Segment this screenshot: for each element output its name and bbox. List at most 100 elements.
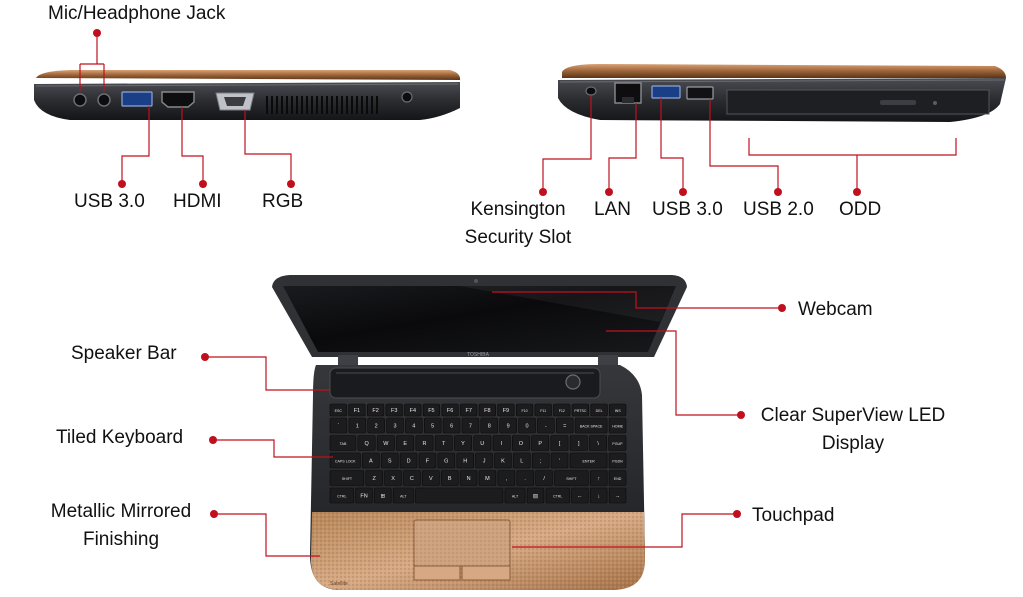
callout-lan <box>608 103 637 192</box>
keyboard-key <box>329 435 357 451</box>
laptop-right-side-view <box>558 64 1006 122</box>
keyboard-key-label: CTRL <box>553 495 562 499</box>
keyboard-key <box>384 470 402 486</box>
hdmi-port <box>161 91 195 108</box>
keyboard-key-label: ` <box>337 424 339 430</box>
keyboard-key-label: P <box>538 441 542 447</box>
callout-speaker-bar <box>205 356 330 391</box>
label-usb30-left: USB 3.0 <box>74 191 145 212</box>
label-metallic-line2: Finishing <box>82 529 160 550</box>
keyboard-key <box>403 470 421 486</box>
keyboard-key <box>362 452 380 469</box>
keyboard-key <box>504 487 526 504</box>
callout-kensington <box>542 96 592 192</box>
keyboard-key-label: SHIFT <box>342 477 353 481</box>
keyboard-key <box>434 435 453 451</box>
keyboard-key-label: F6 <box>447 408 453 414</box>
keyboard-key-label: ESC <box>335 409 343 413</box>
dot-metallic <box>210 510 218 518</box>
keyboard-key-label: Y <box>461 441 465 447</box>
keyboard-key <box>423 417 442 434</box>
usb30-port-right <box>651 85 681 99</box>
keyboard-key-label: DEL <box>596 409 603 413</box>
keyboard-key <box>475 452 493 469</box>
keyboard-key <box>553 403 571 417</box>
mic-jack-port <box>73 93 87 107</box>
usb20-port <box>686 86 714 100</box>
keyboard-key <box>376 435 395 451</box>
usb30-port-left <box>121 91 153 107</box>
label-rgb: RGB <box>262 191 304 212</box>
callout-dots <box>93 29 861 518</box>
keyboard-key <box>459 470 478 486</box>
label-metallic-mirrored-finishing: Metallic Mirrored Finishing <box>34 498 208 554</box>
keyboard-key <box>478 403 496 417</box>
keyboard-key-label: PGUP <box>612 442 623 446</box>
keyboard-key <box>608 487 627 504</box>
keyboard-key-label: F9 <box>503 408 509 414</box>
keyboard-key <box>492 435 511 451</box>
keyboard-key <box>513 452 531 469</box>
keyboard-key <box>441 403 459 417</box>
keyboard-key <box>329 452 361 469</box>
odd-drive <box>726 89 990 115</box>
keyboard-key-label: SHIFT <box>566 477 577 481</box>
callout-metallic <box>214 513 320 557</box>
dot-lan <box>605 188 613 196</box>
keyboard-key <box>399 452 418 469</box>
dc-in-port <box>401 91 413 103</box>
keyboard-key-label: M <box>485 476 490 482</box>
label-display-line1: Clear SuperView LED <box>760 405 946 426</box>
lid-brand: TOSHIBA <box>467 352 490 358</box>
keyboard-key <box>555 417 574 434</box>
label-metallic-line1: Metallic Mirrored <box>50 501 192 522</box>
keyboard-key-label: Z <box>373 476 377 482</box>
keyboard-key-label: 9 <box>507 424 510 430</box>
keyboard-key-label: F5 <box>428 408 434 414</box>
keyboard-key-label: F2 <box>372 408 378 414</box>
keyboard-key-label: K <box>501 459 505 465</box>
keyboard-key <box>348 417 367 434</box>
keyboard-key <box>589 470 608 486</box>
label-hdmi: HDMI <box>173 191 222 212</box>
keyboard-key-label: E <box>403 441 407 447</box>
callout-hdmi <box>181 107 204 184</box>
keyboard-key <box>554 470 589 486</box>
keyboard-key <box>440 470 459 486</box>
keyboard-key <box>415 435 434 451</box>
keyboard-key-label: 6 <box>450 424 453 430</box>
keyboard-key <box>574 417 608 434</box>
keyboard-key-label: ALT <box>512 495 519 499</box>
keyboard-key-label: F <box>426 459 430 465</box>
label-mic-headphone-jack: Mic/Headphone Jack <box>48 3 226 24</box>
dot-odd <box>853 188 861 196</box>
keyboard-key <box>456 452 474 469</box>
keyboard-key-label: C <box>410 476 414 482</box>
label-usb30-right: USB 3.0 <box>652 199 723 220</box>
keyboard-key-label: 1 <box>356 424 359 430</box>
keyboard-key <box>460 403 478 417</box>
kensington-slot <box>585 86 597 96</box>
label-lan: LAN <box>594 199 631 220</box>
label-webcam: Webcam <box>798 299 873 320</box>
keyboard-key-label: . <box>524 476 526 482</box>
keyboard-key <box>422 403 441 417</box>
keyboard-key <box>494 452 512 469</box>
keyboard-key-label: ALT <box>400 495 407 499</box>
keyboard-key <box>461 417 480 434</box>
keyboard-key-label: S <box>388 459 392 465</box>
keyboard-key-label: F11 <box>540 409 546 413</box>
keyboard-key-label: F12 <box>559 409 565 413</box>
keyboard-key-label: PGDN <box>612 460 623 464</box>
keyboard-key <box>535 470 553 486</box>
keyboard-key <box>415 487 504 504</box>
keyboard-key <box>511 435 530 451</box>
keyboard-key-label: F4 <box>410 408 416 414</box>
keyboard-key-label: B <box>448 476 452 482</box>
headphone-jack-port <box>97 93 111 107</box>
dot-usb30-right <box>679 188 687 196</box>
label-kensington-security-slot: Kensington Security Slot <box>456 196 580 252</box>
callout-webcam <box>492 291 782 309</box>
touchpad-right-button <box>461 565 511 581</box>
